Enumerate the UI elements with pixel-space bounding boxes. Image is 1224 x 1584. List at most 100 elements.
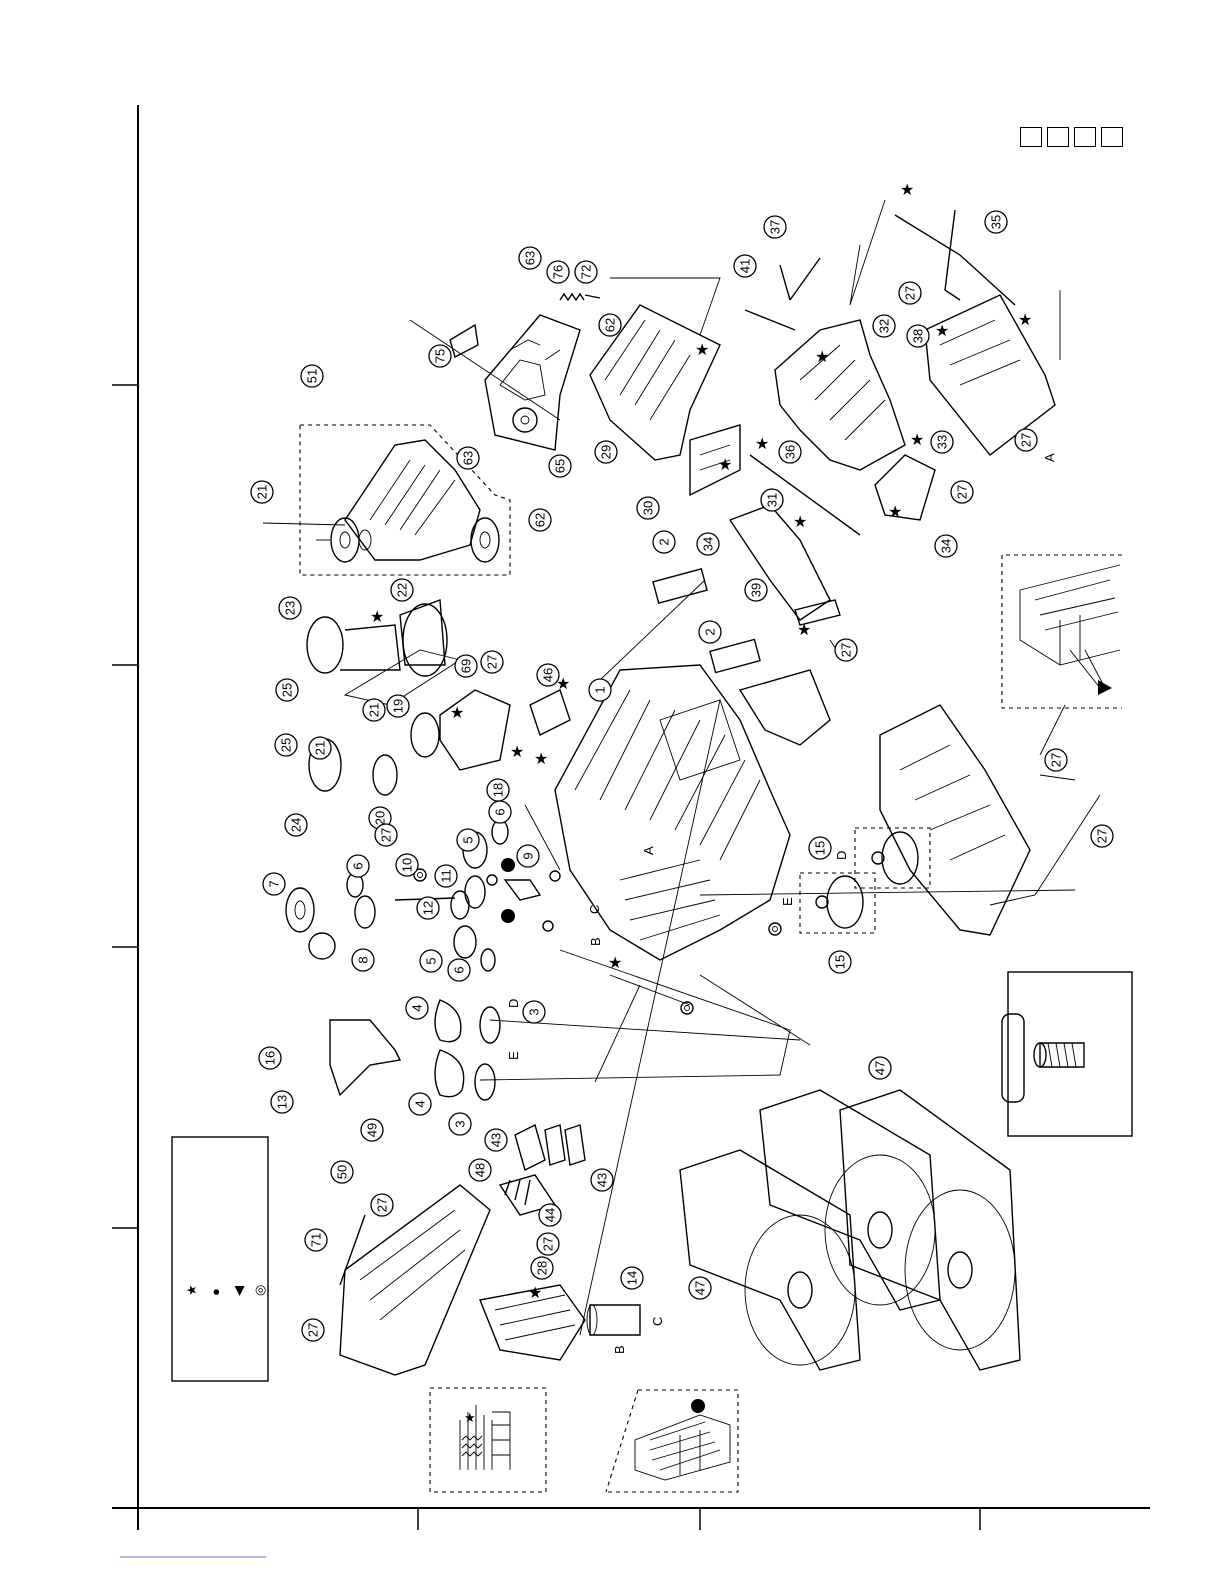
star-markers: ★★★ ★★★ ★★★ ★★★ ★★★ ★★★ [370, 180, 1032, 1302]
part-number-label: 21 [255, 485, 270, 499]
part-number-bubble: 23 [279, 597, 301, 619]
part-number-bubble: 25 [275, 734, 297, 756]
part-blank-circle [309, 933, 335, 959]
part-number-label: 34 [701, 537, 716, 551]
part-number-label: 3 [453, 1120, 468, 1127]
part-number-label: 6 [493, 808, 508, 815]
part-number-label: 20 [373, 811, 388, 825]
part-number-label: 25 [280, 683, 295, 697]
part-number-bubble: 19 [387, 695, 409, 717]
part-3-pulley-lower [475, 1064, 495, 1100]
part-number-label: 15 [833, 955, 848, 969]
part-30-bracket [690, 425, 740, 495]
part-number-label: 18 [491, 783, 506, 797]
part-14-roller [587, 1305, 640, 1335]
part-number-bubble: 3 [449, 1113, 471, 1135]
svg-text:★: ★ [464, 1410, 476, 1425]
part-23-cam [307, 617, 400, 673]
part-number-label: 13 [275, 1095, 290, 1109]
part-number-label: 35 [989, 215, 1004, 229]
part-number-label: 27 [379, 828, 394, 842]
part-number-bubble: 63 [457, 447, 479, 469]
part-number-bubble: 32 [873, 315, 895, 337]
part-number-label: 31 [765, 493, 780, 507]
part-11-gear [465, 876, 485, 908]
part-number-bubble: 27 [371, 1194, 393, 1216]
part-number-bubble: 27 [1091, 825, 1113, 847]
part-number-label: 46 [541, 668, 556, 682]
svg-text:★: ★ [370, 607, 384, 626]
part-number-bubble: 22 [391, 579, 413, 601]
part-number-bubble: 41 [734, 255, 756, 277]
part-9-assembly [487, 858, 560, 931]
part-number-label: 33 [935, 435, 950, 449]
part-number-label: 65 [553, 459, 568, 473]
edge-letter-d: D [834, 851, 849, 860]
part-number-label: 8 [356, 956, 371, 963]
part-15-motor-lower [800, 873, 875, 933]
part-number-bubble: 14 [621, 1267, 643, 1289]
part-number-bubble: 48 [469, 1159, 491, 1181]
part-number-bubble: 11 [435, 865, 457, 887]
part-number-bubble: 39 [745, 579, 767, 601]
part-2-pad-mid [710, 639, 760, 672]
part-number-label: 27 [1049, 753, 1064, 767]
part-number-label: 34 [939, 539, 954, 553]
part-number-label: 15 [813, 841, 828, 855]
part-number-bubble: 49 [361, 1119, 383, 1141]
edge-letter-b: B [588, 937, 603, 946]
part-47-tray-a [680, 1150, 860, 1370]
part-number-label: 19 [391, 699, 406, 713]
part-number-label: 6 [452, 966, 467, 973]
part-number-label: 24 [289, 818, 304, 832]
part-number-bubble: 4 [409, 1093, 431, 1115]
part-number-label: 41 [738, 259, 753, 273]
svg-text:★: ★ [450, 703, 464, 722]
part-number-label: 29 [599, 445, 614, 459]
part-7-gear [286, 888, 314, 932]
part-number-bubble: 15 [829, 951, 851, 973]
part-number-label: 71 [309, 1233, 324, 1247]
edge-letter-a: A [641, 846, 656, 855]
part-number-bubble: 35 [985, 211, 1007, 233]
part-47-tray-b [760, 1090, 940, 1310]
part-47-tray-c [840, 1090, 1020, 1370]
part-number-label: 76 [551, 265, 566, 279]
part-number-label: 22 [395, 583, 410, 597]
part-number-bubble: 72 [575, 261, 597, 283]
part-number-bubble: 37 [764, 216, 786, 238]
inset-box-springs: ★ [430, 1388, 546, 1492]
legend-box: ★ ● ◀ ◎ [172, 1137, 268, 1381]
part-number-label: 27 [955, 485, 970, 499]
part-number-bubble: 30 [637, 497, 659, 519]
edge-letter-e: E [506, 1051, 521, 1060]
inset-box-top [1002, 555, 1122, 708]
part-number-bubble: 27 [835, 639, 857, 661]
part-number-label: 27 [375, 1198, 390, 1212]
part-number-label: 62 [603, 318, 618, 332]
part-number-bubble: 31 [761, 489, 783, 511]
part-75-tape [450, 325, 478, 357]
part-number-bubble: 28 [531, 1257, 553, 1279]
part-number-bubble: 27 [1015, 429, 1037, 451]
part-number-bubble: 50 [331, 1161, 353, 1183]
part-46-clip [530, 690, 570, 735]
part-number-bubble: 2 [699, 621, 721, 643]
part-number-label: 23 [283, 601, 298, 615]
part-number-bubble: 47 [689, 1277, 711, 1299]
part-number-label: 49 [365, 1123, 380, 1137]
part-number-label: 72 [579, 265, 594, 279]
part-number-bubble: 46 [537, 664, 559, 686]
edge-letter-b: B [612, 1345, 627, 1354]
part-number-label: 43 [595, 1173, 610, 1187]
svg-text:★: ★ [534, 749, 548, 768]
part-43-clips [515, 1125, 585, 1170]
part-number-label: 44 [543, 1208, 558, 1222]
part-number-bubble: 62 [529, 509, 551, 531]
part-number-label: 27 [306, 1323, 321, 1337]
part-number-bubble: 43 [485, 1129, 507, 1151]
svg-text:★: ★ [510, 742, 524, 761]
edge-letter-a: A [1042, 453, 1057, 462]
